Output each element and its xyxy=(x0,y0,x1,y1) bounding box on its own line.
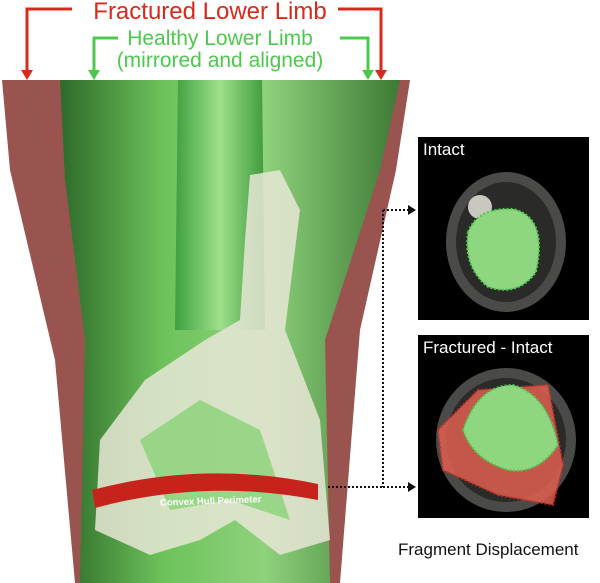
fractured-ct-slice xyxy=(436,368,576,512)
fractured-limb-label: Fractured Lower Limb xyxy=(93,0,327,25)
healthy-limb-label-line1: Healthy Lower Limb xyxy=(127,27,313,50)
fractured-arrows xyxy=(25,7,383,72)
intact-panel-title: Intact xyxy=(423,140,465,159)
healthy-limb-label: Healthy Lower Limb (mirrored and aligned… xyxy=(105,28,335,72)
healthy-limb-label-line2: (mirrored and aligned) xyxy=(116,49,324,72)
intact-ct-panel: Intact xyxy=(418,137,589,320)
bone-shaft xyxy=(175,80,265,330)
intact-ct-slice xyxy=(446,172,566,312)
convex-hull-band xyxy=(92,473,318,508)
fractured-intact-panel-title: Fractured - Intact xyxy=(423,338,553,357)
healthy-arrows xyxy=(92,36,370,72)
fractured-intact-ct-panel: Fractured - Intact xyxy=(418,335,589,518)
fragment-displacement-caption: Fragment Displacement xyxy=(398,540,579,559)
dotted-connectors xyxy=(328,209,408,488)
